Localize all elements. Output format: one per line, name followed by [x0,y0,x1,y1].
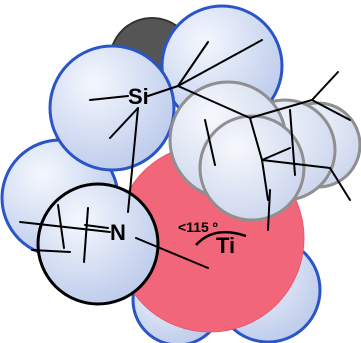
cp-sphere-front [198,114,306,222]
nitrogen-sphere [36,182,160,306]
atom-label-n: N [110,220,126,245]
atom-label-si: Si [128,84,149,109]
angle-label: <115 º [178,219,218,235]
angle-arc [195,230,247,246]
bond-lines [19,39,351,269]
ligand-sphere-silicon [48,44,176,172]
atom-label-ti: Ti [216,233,235,258]
